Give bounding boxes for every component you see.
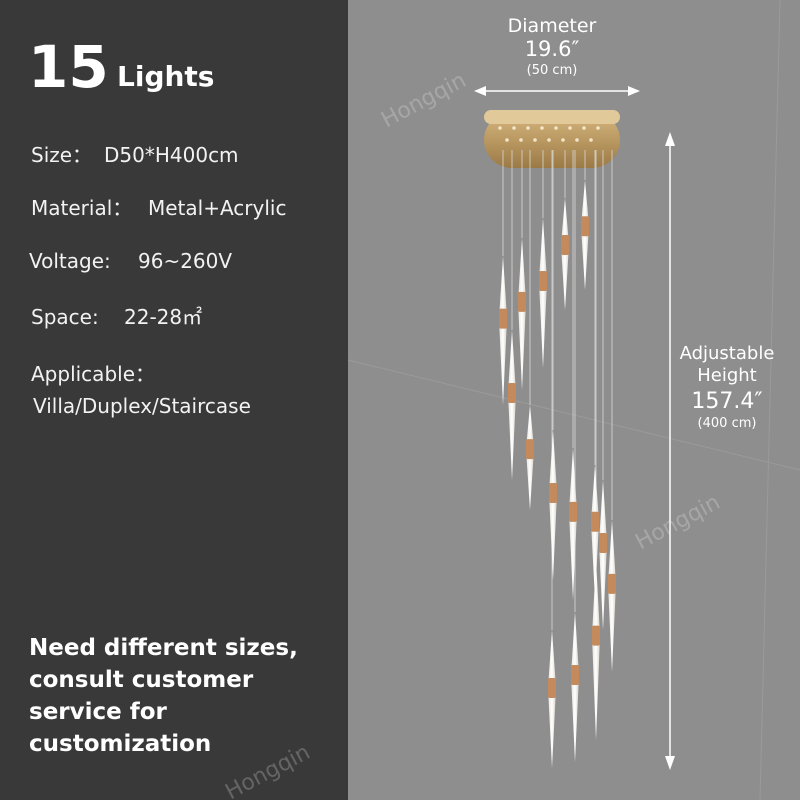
wall-line xyxy=(348,359,800,471)
ceiling-canopy xyxy=(484,112,620,168)
metal-collar xyxy=(539,271,547,291)
height-label-2: Height xyxy=(697,365,757,386)
acrylic-tube xyxy=(499,256,507,405)
metal-collar xyxy=(499,308,507,329)
canopy-drop-point xyxy=(519,138,523,142)
light-unit: Lights xyxy=(117,60,215,93)
metal-collar xyxy=(549,483,557,503)
light-tube xyxy=(591,465,599,600)
material-value: Metal+Acrylic xyxy=(148,196,287,220)
light-tube xyxy=(561,198,569,310)
height-label-1: Adjustable xyxy=(679,343,775,364)
canopy-drop-point xyxy=(582,126,586,130)
spec-panel: 15 Lights Size： D50*H400cm Material： Met… xyxy=(0,0,348,800)
acrylic-tube xyxy=(592,560,600,740)
canopy-drop-point xyxy=(540,126,544,130)
light-tube xyxy=(508,330,516,480)
canopy-rim xyxy=(484,110,620,124)
metal-collar xyxy=(518,291,526,312)
metal-collar xyxy=(591,511,599,532)
light-count: 15 xyxy=(28,33,109,101)
canopy-drop-point xyxy=(498,126,502,130)
note-line-4: customization xyxy=(29,731,212,757)
voltage-label: Voltage: xyxy=(29,249,111,273)
acrylic-tube xyxy=(569,448,577,600)
metal-collar xyxy=(581,216,589,237)
diameter-arrow xyxy=(474,86,640,96)
metal-collar xyxy=(592,625,600,646)
light-tube xyxy=(499,256,507,405)
light-tube xyxy=(549,430,557,580)
canopy-drop-point xyxy=(533,138,537,142)
metal-collar xyxy=(599,533,607,553)
note-line-3: service for xyxy=(29,699,167,725)
metal-collar xyxy=(571,665,579,685)
diameter-label: Diameter xyxy=(507,15,597,37)
light-tube xyxy=(608,520,616,672)
canopy-drop-point xyxy=(505,138,509,142)
light-tube xyxy=(548,630,556,768)
diameter-cm: (50 cm) xyxy=(526,63,578,78)
light-tube xyxy=(526,405,534,510)
light-tube xyxy=(518,238,526,390)
space-value: 22-28㎡ xyxy=(124,305,203,329)
acrylic-tube xyxy=(608,520,616,672)
size-label: Size： xyxy=(31,143,93,167)
canopy-drop-point xyxy=(596,126,600,130)
light-tube xyxy=(539,218,547,368)
voltage-value: 96~260V xyxy=(138,249,233,273)
canopy-drop-point xyxy=(575,138,579,142)
space-label: Space: xyxy=(31,305,99,329)
applicable-value: Villa/Duplex/Staircase xyxy=(33,394,251,418)
canopy-drop-point xyxy=(512,126,516,130)
canopy-drop-point xyxy=(568,126,572,130)
height-inches: 157.4″ xyxy=(691,389,763,414)
acrylic-tube xyxy=(549,430,557,580)
metal-collar xyxy=(561,235,569,256)
metal-collar xyxy=(526,439,534,460)
size-value: D50*H400cm xyxy=(104,143,239,167)
canopy-drop-point xyxy=(547,138,551,142)
acrylic-tube xyxy=(508,330,516,480)
canopy-drop-point xyxy=(589,138,593,142)
light-tube xyxy=(599,480,607,630)
metal-collar xyxy=(608,573,616,594)
applicable-label: Applicable： xyxy=(31,362,155,386)
acrylic-tube xyxy=(518,238,526,390)
acrylic-tube xyxy=(571,612,579,762)
acrylic-tube xyxy=(591,465,599,600)
note-line-2: consult customer xyxy=(29,667,254,693)
suspension-wires xyxy=(502,150,613,630)
customization-note: Need different sizes, consult customer s… xyxy=(29,632,298,760)
metal-collar xyxy=(508,383,516,403)
chandelier-illustration xyxy=(348,0,800,800)
metal-collar xyxy=(548,677,556,698)
height-arrow xyxy=(665,132,675,770)
acrylic-tube xyxy=(548,630,556,768)
light-tube xyxy=(571,612,579,762)
light-tube xyxy=(581,180,589,290)
light-tubes xyxy=(499,180,616,768)
canopy-drop-point xyxy=(554,126,558,130)
light-tube xyxy=(569,448,577,600)
material-label: Material： xyxy=(31,196,133,220)
canopy-drop-point xyxy=(561,138,565,142)
light-tube xyxy=(592,560,600,740)
note-line-1: Need different sizes, xyxy=(29,635,298,661)
acrylic-tube xyxy=(539,218,547,368)
canopy-drop-point xyxy=(526,126,530,130)
height-cm: (400 cm) xyxy=(697,416,757,431)
acrylic-tube xyxy=(599,480,607,630)
metal-collar xyxy=(569,501,577,522)
wall-line xyxy=(759,0,781,800)
diameter-inches: 19.6″ xyxy=(524,37,580,61)
